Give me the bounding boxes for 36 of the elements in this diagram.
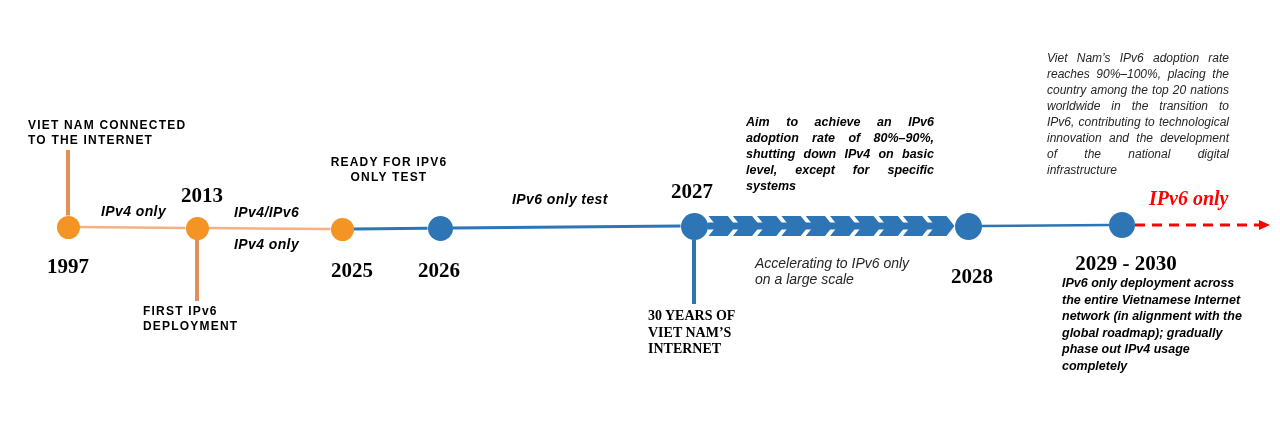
year-label: 2027 [671,180,713,202]
milestone-dot [954,212,982,240]
milestone-label: FIRST IPv6 DEPLOYMENT [143,301,261,333]
milestone-label: 30 YEARS OF VIET NAM’S INTERNET [648,304,735,358]
year-label: 2013 [181,184,223,206]
year-label: 2025 [331,259,373,281]
timeline-line [208,226,331,231]
year-label: 2028 [951,265,993,287]
edge-label: Accelerating to IPv6 only on a large scale [755,255,911,287]
timeline-line [452,224,681,230]
milestone-dot [185,216,209,240]
milestone-label: VIET NAM CONNECTED TO THE INTERNET [28,118,198,150]
milestone-dot [427,215,453,241]
year-label: 2029 - 2030 [1075,252,1177,274]
milestone-dot [1109,212,1135,238]
timeline-line [981,223,1109,228]
milestone-dot [680,212,708,240]
dashed-arrow [1135,220,1270,230]
description-text: IPv6 only deployment across the entire Vietnamese Internet network (in alignment with the global roadmap); gradually phase out IPv4 usage completely [1062,275,1243,374]
edge-label: IPv6 only [1149,187,1229,209]
description-text: Viet Nam’s IPv6 adoption rate reaches 90%–100%, placing the country among the top 20 nations worldwide in the transition to IPv6, contributing to technological innovation and the development of the national digital infrastructure [1047,50,1229,178]
milestone-dot [330,217,354,241]
leader-line [195,239,199,301]
timeline-line [353,226,428,231]
year-label: 1997 [47,255,89,277]
edge-label: IPv4 only [101,203,167,220]
leader-line [692,239,696,304]
edge-label: IPv6 only test [512,191,608,208]
edge-label: IPv4/IPv6 [234,204,300,221]
description-text: Aim to achieve an IPv6 adoption rate of 80%–90%, shutting down IPv4 on basic level, except for specific systems [746,114,934,194]
timeline-line [79,225,186,230]
period-label: IPv4 only [234,236,300,253]
year-label: 2026 [418,259,460,281]
leader-line [66,150,70,216]
milestone-dot [56,215,80,239]
milestone-label: READY FOR IPV6 ONLY TEST [329,155,449,184]
